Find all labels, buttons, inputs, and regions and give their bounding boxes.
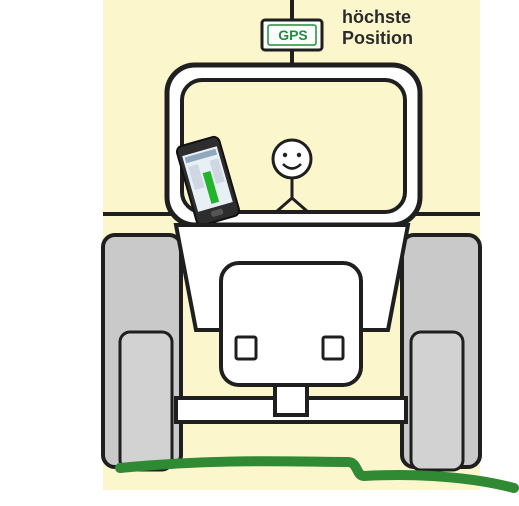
- tractor-grille: [221, 263, 361, 385]
- right-tire-inner: [411, 332, 463, 470]
- gps-label: GPS: [265, 24, 321, 46]
- caption-line-2: Position: [342, 29, 413, 47]
- left-headlight: [236, 337, 256, 359]
- right-headlight: [323, 337, 343, 359]
- hitch: [275, 385, 307, 415]
- left-tire-inner: [120, 332, 172, 470]
- caption-line-1: höchste: [342, 8, 411, 26]
